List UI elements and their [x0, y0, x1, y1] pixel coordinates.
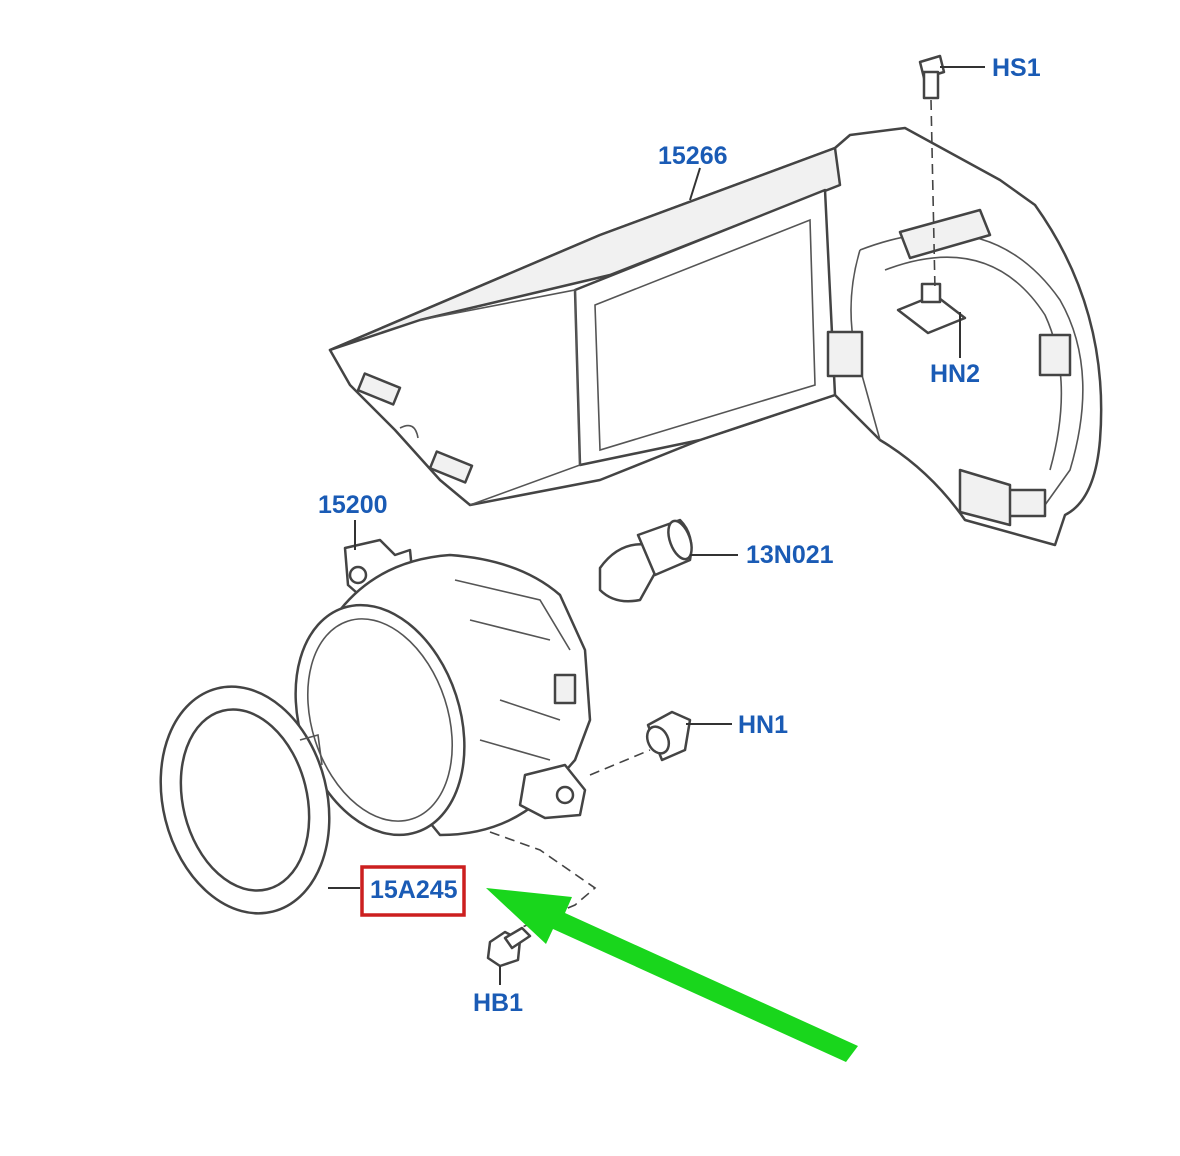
highlight-box [360, 865, 466, 917]
green-arrow [486, 888, 858, 1062]
callout-13n021: 13N021 [746, 541, 834, 569]
nut-hn1 [645, 710, 692, 762]
bezel-ring-15a245 [159, 685, 331, 915]
bulb-13n021 [598, 518, 693, 603]
callout-15200: 15200 [318, 491, 388, 519]
screw-hs1 [918, 54, 946, 100]
bracket-housing-15266 [328, 126, 1103, 547]
callout-hn1: HN1 [738, 711, 788, 739]
callout-hb1: HB1 [473, 989, 523, 1017]
fog-lamp-15200 [294, 538, 592, 837]
callout-hn2: HN2 [930, 360, 980, 388]
leader-lines [328, 66, 985, 985]
clip-nut-hn2 [896, 282, 967, 335]
callout-15266: 15266 [658, 142, 728, 170]
bolt-hb1 [486, 926, 532, 968]
callout-hs1: HS1 [992, 54, 1041, 82]
callout-15a245: 15A245 [370, 876, 458, 904]
